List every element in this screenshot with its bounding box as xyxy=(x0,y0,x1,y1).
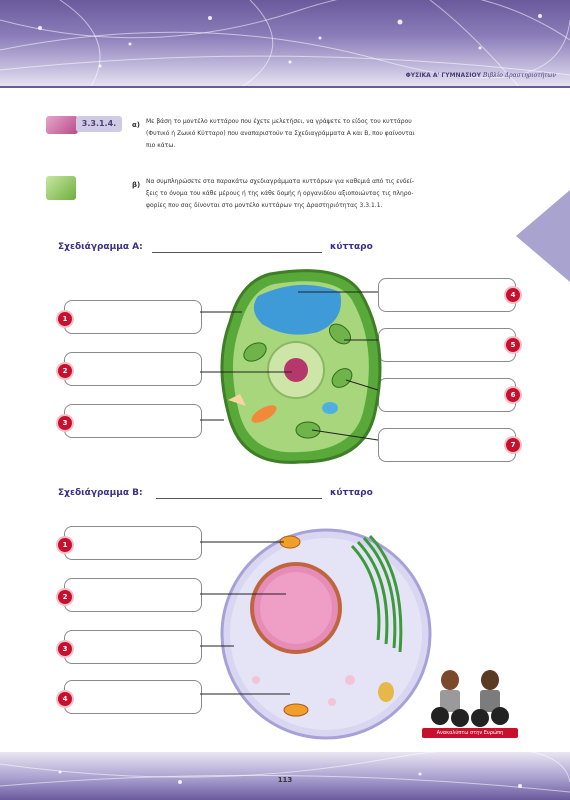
seated-students xyxy=(431,707,509,727)
label-box-a-2[interactable] xyxy=(64,352,202,386)
part-b-line-3: φορίες που σας δίνονται στο μοντέλο κυττ… xyxy=(146,200,526,212)
activity-icon xyxy=(46,116,78,134)
label-box-b-3[interactable] xyxy=(64,630,202,664)
part-b-letter: β) xyxy=(132,181,140,189)
nucleoplasm xyxy=(260,572,332,644)
person-2-head xyxy=(481,670,499,690)
vesicle-3 xyxy=(252,676,260,684)
label-box-b-2[interactable] xyxy=(64,578,202,612)
part-a-text: Με βάση το μοντέλο κυττάρου που έχετε με… xyxy=(146,116,526,152)
number-b-3: 3 xyxy=(58,642,72,656)
part-a-line-2: (Φυτικό ή Ζωικό Κύτταρο) που αναπαριστού… xyxy=(146,128,526,140)
diagram-b-answer-line[interactable] xyxy=(156,498,322,499)
number-b-1: 1 xyxy=(58,538,72,552)
label-box-a-1[interactable] xyxy=(64,300,202,334)
diagram-a-suffix: κύτταρο xyxy=(330,242,373,252)
badge-label: Ανακαλύπτω στην Ευρώπη xyxy=(422,728,518,738)
plant-cell-illustration xyxy=(200,262,400,472)
number-b-4: 4 xyxy=(58,692,72,706)
person-1-head xyxy=(441,670,459,690)
side-tab-triangle xyxy=(516,190,570,282)
diagram-b-suffix: κύτταρο xyxy=(330,488,373,498)
diagram-b-title: Σχεδιάγραμμα Β: xyxy=(58,488,143,498)
students-illustration xyxy=(420,666,520,728)
vesicle-1 xyxy=(345,675,355,685)
part-a-letter: α) xyxy=(132,121,140,129)
number-a-6: 6 xyxy=(506,388,520,402)
part-a-line-1: Με βάση το μοντέλο κυττάρου που έχετε με… xyxy=(146,116,526,128)
nucleolus xyxy=(284,358,308,382)
number-a-1: 1 xyxy=(58,312,72,326)
label-box-b-4[interactable] xyxy=(64,680,202,714)
diagram-a-answer-line[interactable] xyxy=(152,252,322,253)
book-label: ΦΥΣΙΚΑ Α' ΓΥΜΝΑΣΙΟΥ xyxy=(406,72,481,79)
label-box-a-3[interactable] xyxy=(64,404,202,438)
animal-mitochondrion-2 xyxy=(284,704,308,716)
label-box-b-1[interactable] xyxy=(64,526,202,560)
animal-mitochondrion-3 xyxy=(378,682,394,702)
diagram-a-title: Σχεδιάγραμμα Α: xyxy=(58,242,143,252)
number-a-5: 5 xyxy=(506,338,520,352)
part-b-line-2: ξεις το όνομα του κάθε μέρους ή της κάθε… xyxy=(146,188,526,200)
number-a-7: 7 xyxy=(506,438,520,452)
vesicle-2 xyxy=(328,698,336,706)
small-vesicle xyxy=(322,402,338,414)
book-type: Βιβλίο Δραστηριοτήτων xyxy=(483,72,556,79)
part-b-text: Να συμπληρώσετε στα παρακάτω σχεδιαγράμμ… xyxy=(146,176,526,212)
animal-cell-illustration xyxy=(200,520,440,744)
number-b-2: 2 xyxy=(58,590,72,604)
chloroplast-4 xyxy=(296,422,320,438)
header-rule xyxy=(0,86,570,88)
book-title: ΦΥΣΙΚΑ Α' ΓΥΜΝΑΣΙΟΥ Βιβλίο Δραστηριοτήτω… xyxy=(406,72,556,79)
number-a-2: 2 xyxy=(58,364,72,378)
page-number: 113 xyxy=(0,776,570,784)
activity-number-badge: 3.3.1.4. xyxy=(76,116,122,132)
number-a-3: 3 xyxy=(58,416,72,430)
worksheet-icon xyxy=(46,176,76,200)
part-a-line-3: πιο κάτω. xyxy=(146,140,526,152)
part-b-line-1: Να συμπληρώσετε στα παρακάτω σχεδιαγράμμ… xyxy=(146,176,526,188)
number-a-4: 4 xyxy=(506,288,520,302)
page-header: ΦΥΣΙΚΑ Α' ΓΥΜΝΑΣΙΟΥ Βιβλίο Δραστηριοτήτω… xyxy=(0,0,570,88)
